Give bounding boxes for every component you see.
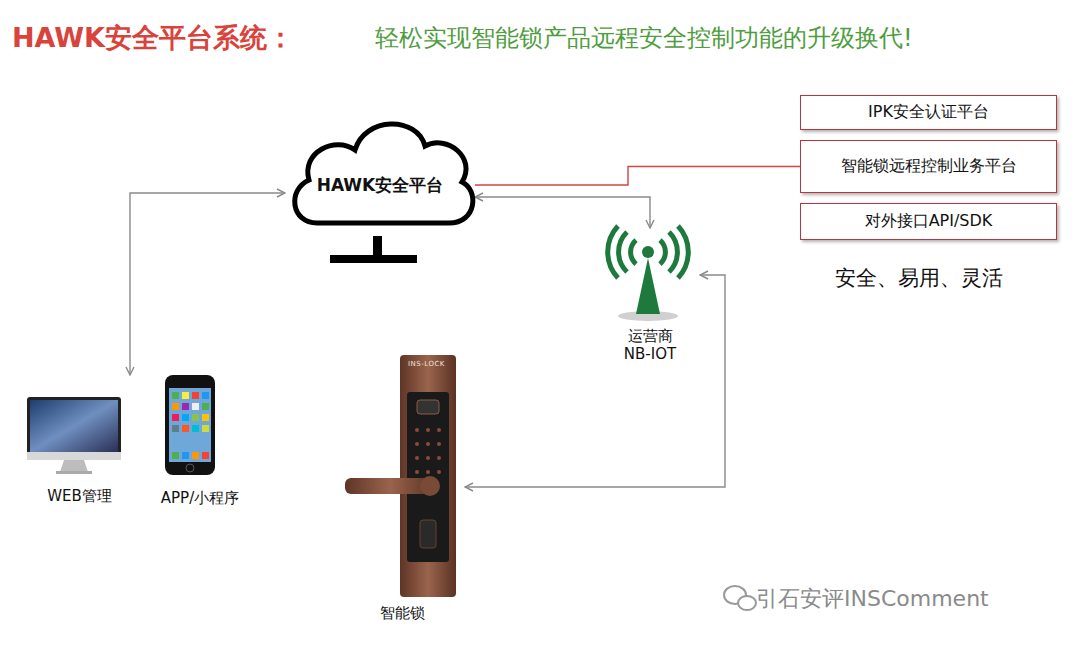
feature-note: 安全、易用、灵活 <box>835 264 1003 292</box>
node-text: IPK安全认证平台 <box>868 102 989 123</box>
node-text: 对外接口API/SDK <box>865 211 993 232</box>
subtitle: 轻松实现智能锁产品远程安全控制功能的升级换代! <box>375 22 913 54</box>
platform-box: 对外接口API/SDK <box>800 203 1057 240</box>
connector <box>130 193 285 375</box>
platform-box: 智能锁远程控制业务平台 <box>800 140 1057 193</box>
node-text: HAWK安全平台 <box>317 174 444 197</box>
watermark: 引石安评INSComment <box>756 584 989 614</box>
cloud-stand <box>330 236 417 263</box>
connector <box>475 197 650 228</box>
cloud-node: HAWK安全平台 <box>285 112 475 237</box>
platform-box: IPK安全认证平台 <box>800 95 1057 130</box>
connector <box>465 275 725 487</box>
node-text: 智能锁 <box>380 604 425 623</box>
node-text: 运营商 NB-IOT <box>618 327 682 365</box>
phone-icon <box>165 375 215 475</box>
brand-mark: INS-LOCK <box>408 360 445 368</box>
monitor-node: WEB管理 <box>22 375 137 510</box>
tower-node: 运营商 NB-IOT <box>600 228 700 368</box>
monitor-icon <box>27 397 121 474</box>
lock-illustration <box>345 355 456 597</box>
cloud-shape <box>295 124 473 223</box>
node-text: 智能锁远程控制业务平台 <box>841 156 1017 177</box>
watermark-icon <box>724 586 756 610</box>
lock-node: 智能锁 <box>340 352 465 627</box>
cloud-outline <box>285 112 475 237</box>
phone-node: APP/小程序 <box>150 372 250 512</box>
node-text: APP/小程序 <box>161 489 239 508</box>
connector <box>475 167 800 186</box>
title: HAWK安全平台系统： <box>12 20 294 56</box>
tower-icon <box>608 226 689 321</box>
node-text: WEB管理 <box>47 487 112 506</box>
